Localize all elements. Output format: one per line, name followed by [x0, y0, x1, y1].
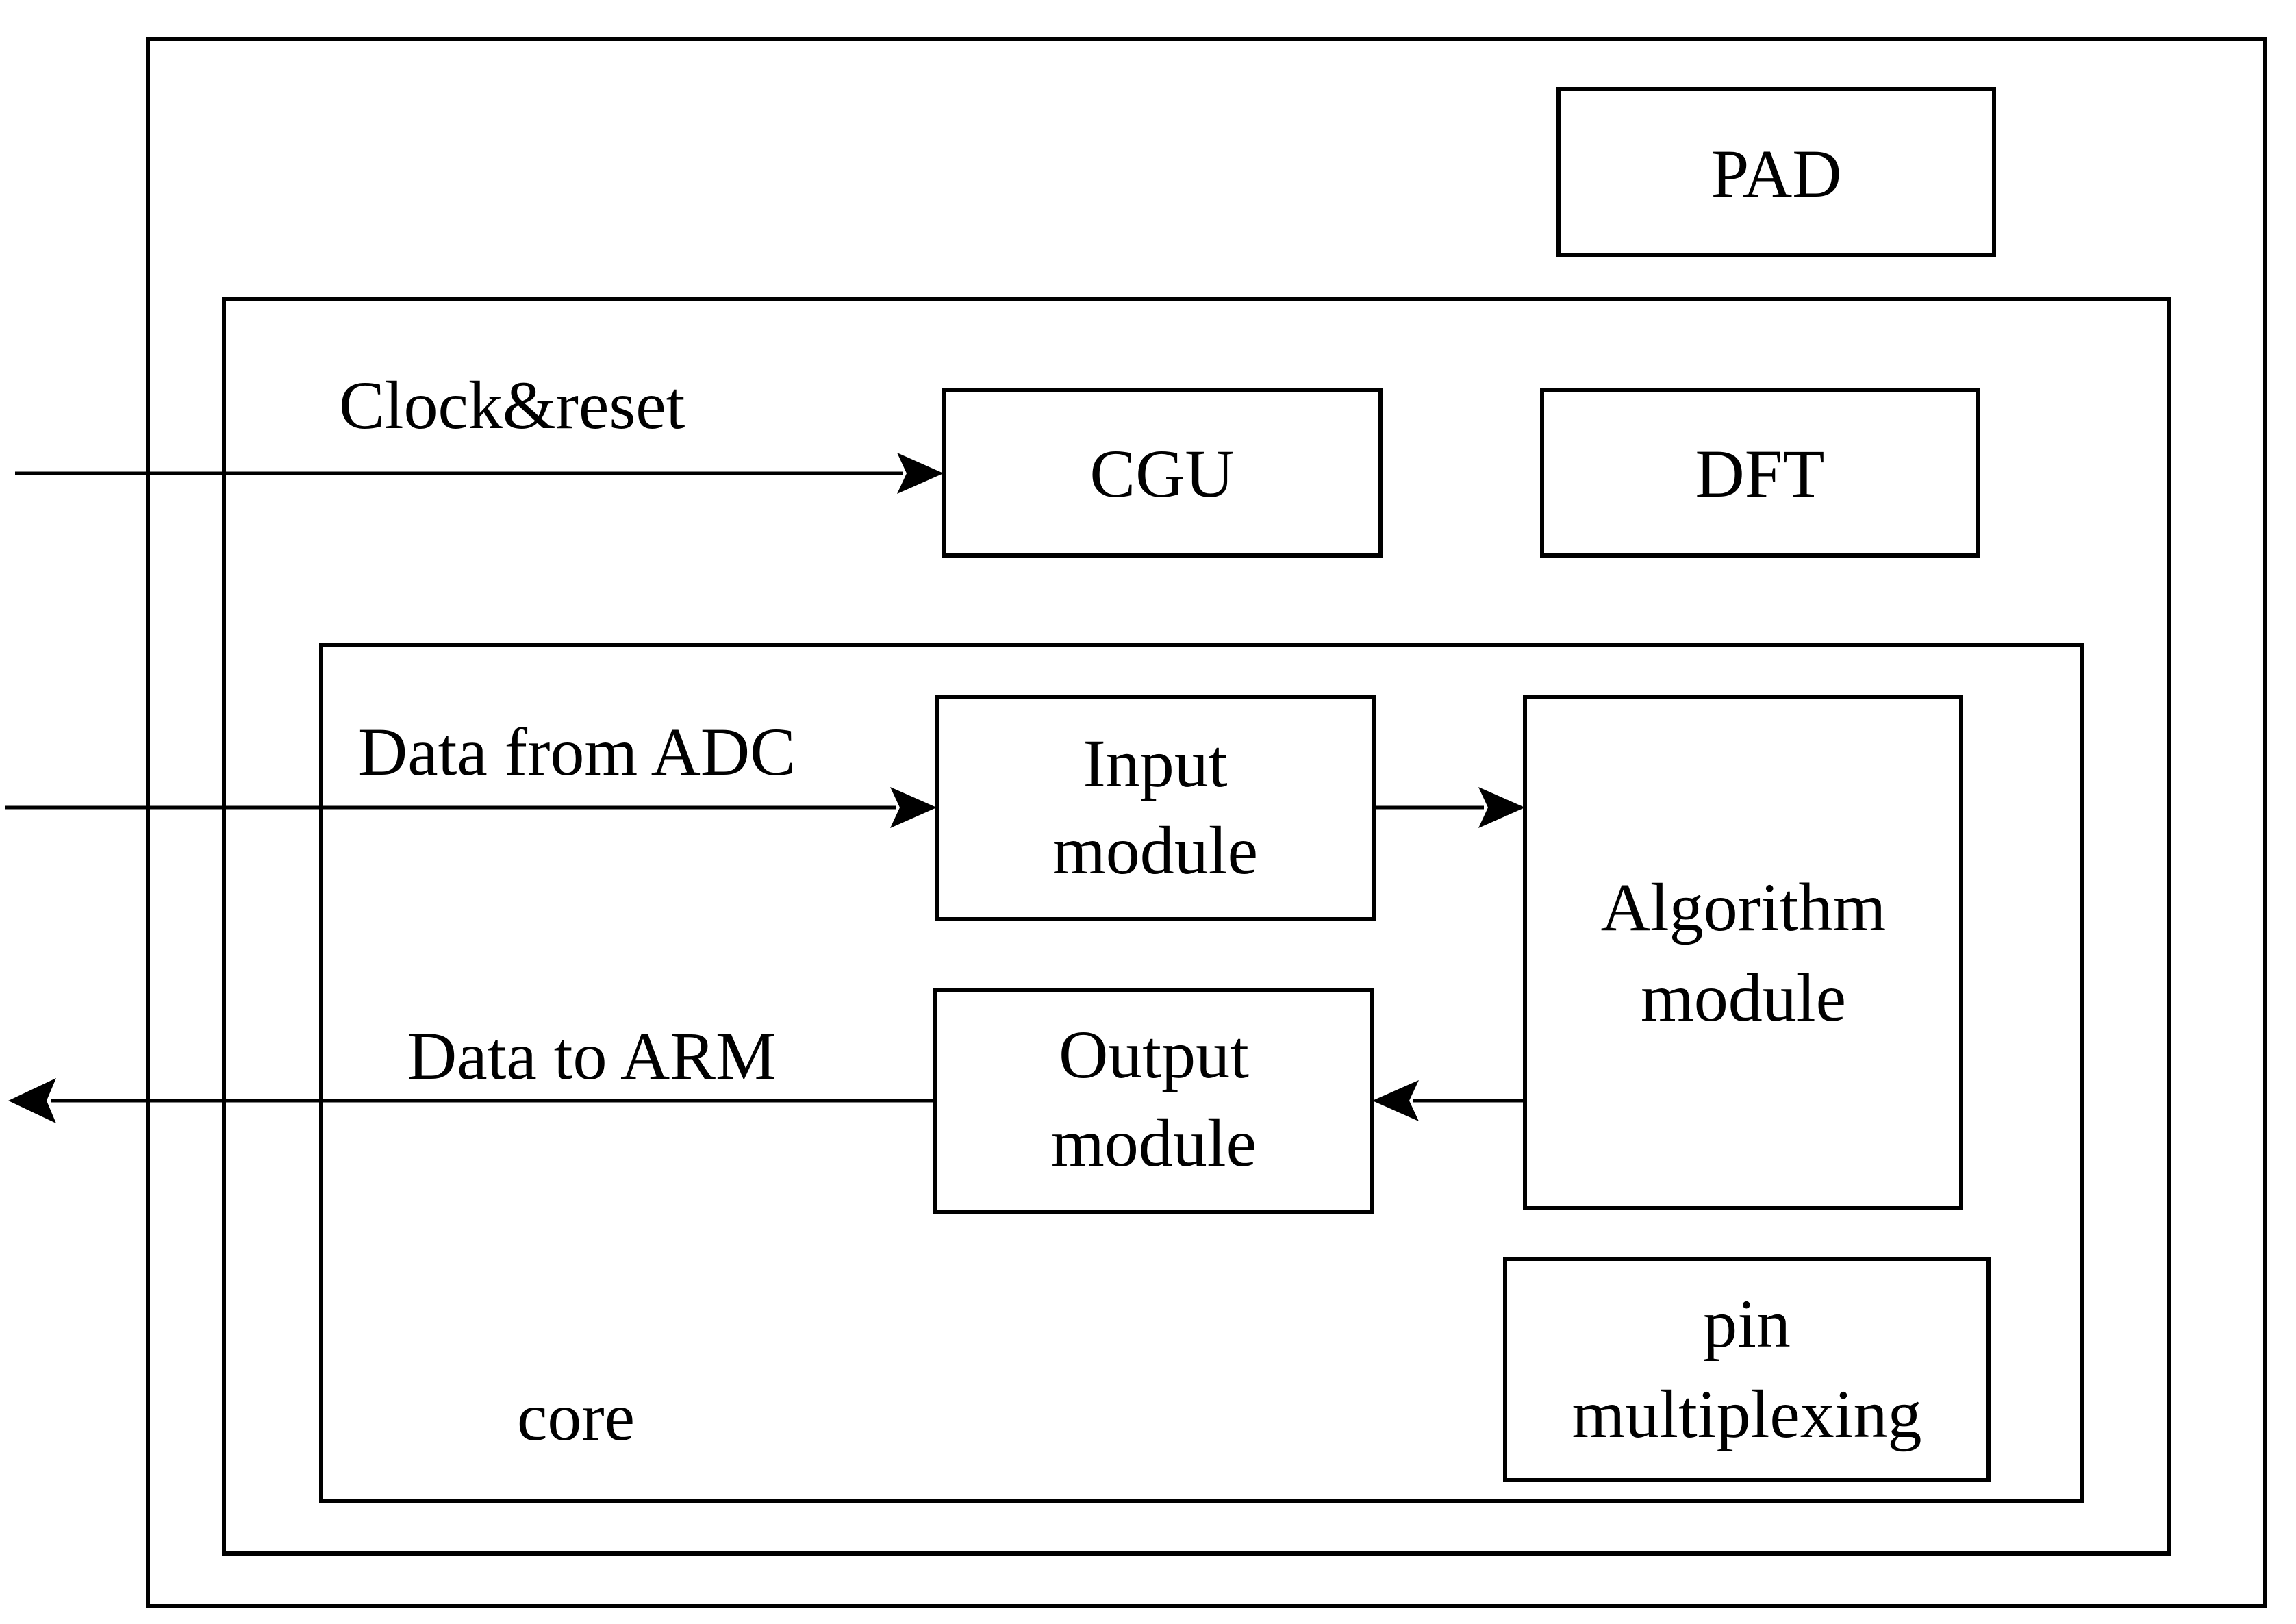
algorithm-module-block	[1523, 695, 1963, 1210]
input-module-label-line2: module	[1052, 812, 1258, 888]
cgu-label: CGU	[1089, 436, 1234, 512]
output-module-label-line2: module	[1051, 1105, 1257, 1181]
data-to-arm-arrow	[8, 1078, 935, 1123]
pin-multiplexing-label-line2: multiplexing	[1572, 1376, 1921, 1452]
algorithm-to-output-arrowhead	[1372, 1080, 1419, 1121]
data-from-adc-arrow	[5, 787, 937, 828]
algorithm-module-label-line1: Algorithm	[1601, 869, 1887, 945]
cgu-block	[942, 388, 1383, 558]
data-from-adc-arrowhead	[890, 787, 937, 828]
core-boundary	[319, 643, 2084, 1503]
input-to-algorithm-arrow	[1374, 787, 1525, 828]
pin-multiplexing-block	[1503, 1257, 1991, 1482]
data-from-adc-label: Data from ADC	[358, 714, 796, 790]
pin-multiplexing-label-line1: pin	[1703, 1286, 1791, 1362]
algorithm-to-output-arrow	[1372, 1080, 1525, 1121]
output-module-label-line1: Output	[1059, 1016, 1249, 1092]
digital-top-boundary	[222, 297, 2171, 1556]
input-to-algorithm-arrowhead	[1478, 787, 1525, 828]
algorithm-module-label-line2: module	[1641, 960, 1846, 1036]
clock-reset-arrow	[15, 453, 944, 494]
clock-reset-arrowhead	[897, 453, 944, 494]
input-module-label-line1: Input	[1083, 725, 1227, 801]
data-to-arm-arrowhead	[8, 1078, 56, 1123]
dft-block	[1540, 388, 1980, 558]
data-to-arm-label: Data to ARM	[407, 1018, 777, 1094]
pad-label: PAD	[1711, 136, 1842, 212]
core-label: core	[517, 1379, 635, 1455]
chip-outer-boundary	[146, 37, 2267, 1608]
pad-block	[1556, 87, 1996, 257]
dft-label: DFT	[1695, 436, 1825, 512]
clock-reset-label: Clock&reset	[339, 367, 685, 443]
